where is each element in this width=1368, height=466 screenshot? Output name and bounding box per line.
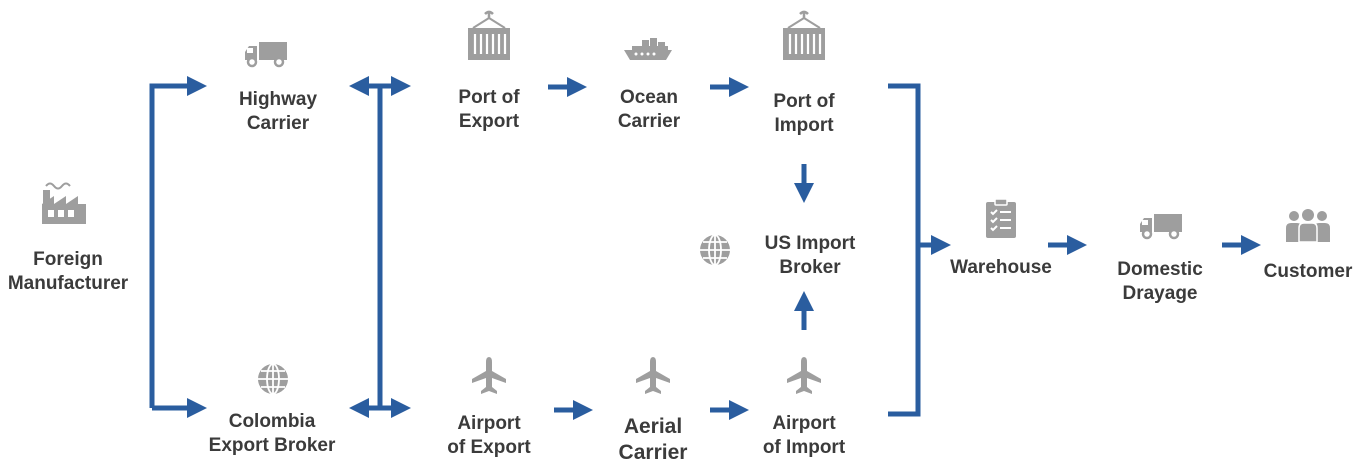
node-label-line: US Import	[764, 233, 856, 254]
node-airport-of-export: Airport of Export	[424, 412, 554, 460]
node-domestic-drayage: Domestic Drayage	[1092, 258, 1228, 306]
node-label-line: Airport	[772, 413, 836, 434]
node-colombia-export-broker: Colombia Export Broker	[196, 410, 348, 458]
node-foreign-manufacturer: Foreign Manufacturer	[0, 248, 136, 296]
globe-icon	[256, 362, 290, 396]
node-label-line: Highway	[238, 89, 318, 110]
ship-icon	[622, 36, 674, 64]
node-label-line: Manufacturer	[7, 273, 129, 294]
node-label-line: Customer	[1263, 261, 1353, 282]
node-ocean-carrier: Ocean Carrier	[584, 86, 714, 134]
node-us-import-broker: US Import Broker	[740, 232, 880, 280]
node-label-line: Carrier	[618, 441, 688, 464]
clipboard-icon	[984, 198, 1018, 240]
node-label-line: Broker	[779, 257, 841, 278]
node-label-line: Domestic	[1117, 259, 1203, 280]
people-icon	[1284, 208, 1332, 244]
node-label-line: Port of	[458, 87, 520, 108]
node-label-line: Warehouse	[950, 257, 1052, 278]
node-airport-of-import: Airport of Import	[736, 412, 872, 460]
node-label-line: Foreign	[33, 249, 103, 270]
container-crane-icon	[780, 10, 828, 62]
airplane-icon	[470, 355, 508, 395]
node-label-line: Ocean	[619, 87, 679, 108]
node-label-line: Carrier	[617, 111, 681, 132]
node-label-line: Export Broker	[208, 435, 336, 456]
node-label-line: of Import	[762, 437, 846, 458]
node-label-line: Colombia	[228, 411, 316, 432]
node-label-line: Drayage	[1122, 283, 1198, 304]
node-label-line: Import	[774, 115, 834, 136]
truck-icon	[243, 40, 289, 68]
factory-icon	[40, 176, 88, 226]
node-customer: Customer	[1252, 260, 1364, 284]
node-label-line: Port of	[773, 91, 835, 112]
globe-icon	[698, 233, 732, 267]
node-label-line: Airport	[457, 413, 521, 434]
node-aerial-carrier: Aerial Carrier	[585, 414, 721, 466]
airplane-icon	[785, 355, 823, 395]
node-label-line: Export	[458, 111, 520, 132]
merge-bracket	[888, 83, 921, 417]
airplane-icon	[634, 355, 672, 395]
node-port-of-export: Port of Export	[424, 86, 554, 134]
node-label-line: Carrier	[246, 113, 310, 134]
container-crane-icon	[465, 10, 513, 62]
node-warehouse: Warehouse	[940, 256, 1062, 280]
node-port-of-import: Port of Import	[739, 90, 869, 138]
node-highway-carrier: Highway Carrier	[208, 88, 348, 136]
node-label-line: Aerial	[623, 415, 683, 438]
truck-icon	[1138, 212, 1184, 240]
manufacturer-split-bracket	[149, 76, 207, 408]
node-label-line: of Export	[447, 437, 531, 458]
